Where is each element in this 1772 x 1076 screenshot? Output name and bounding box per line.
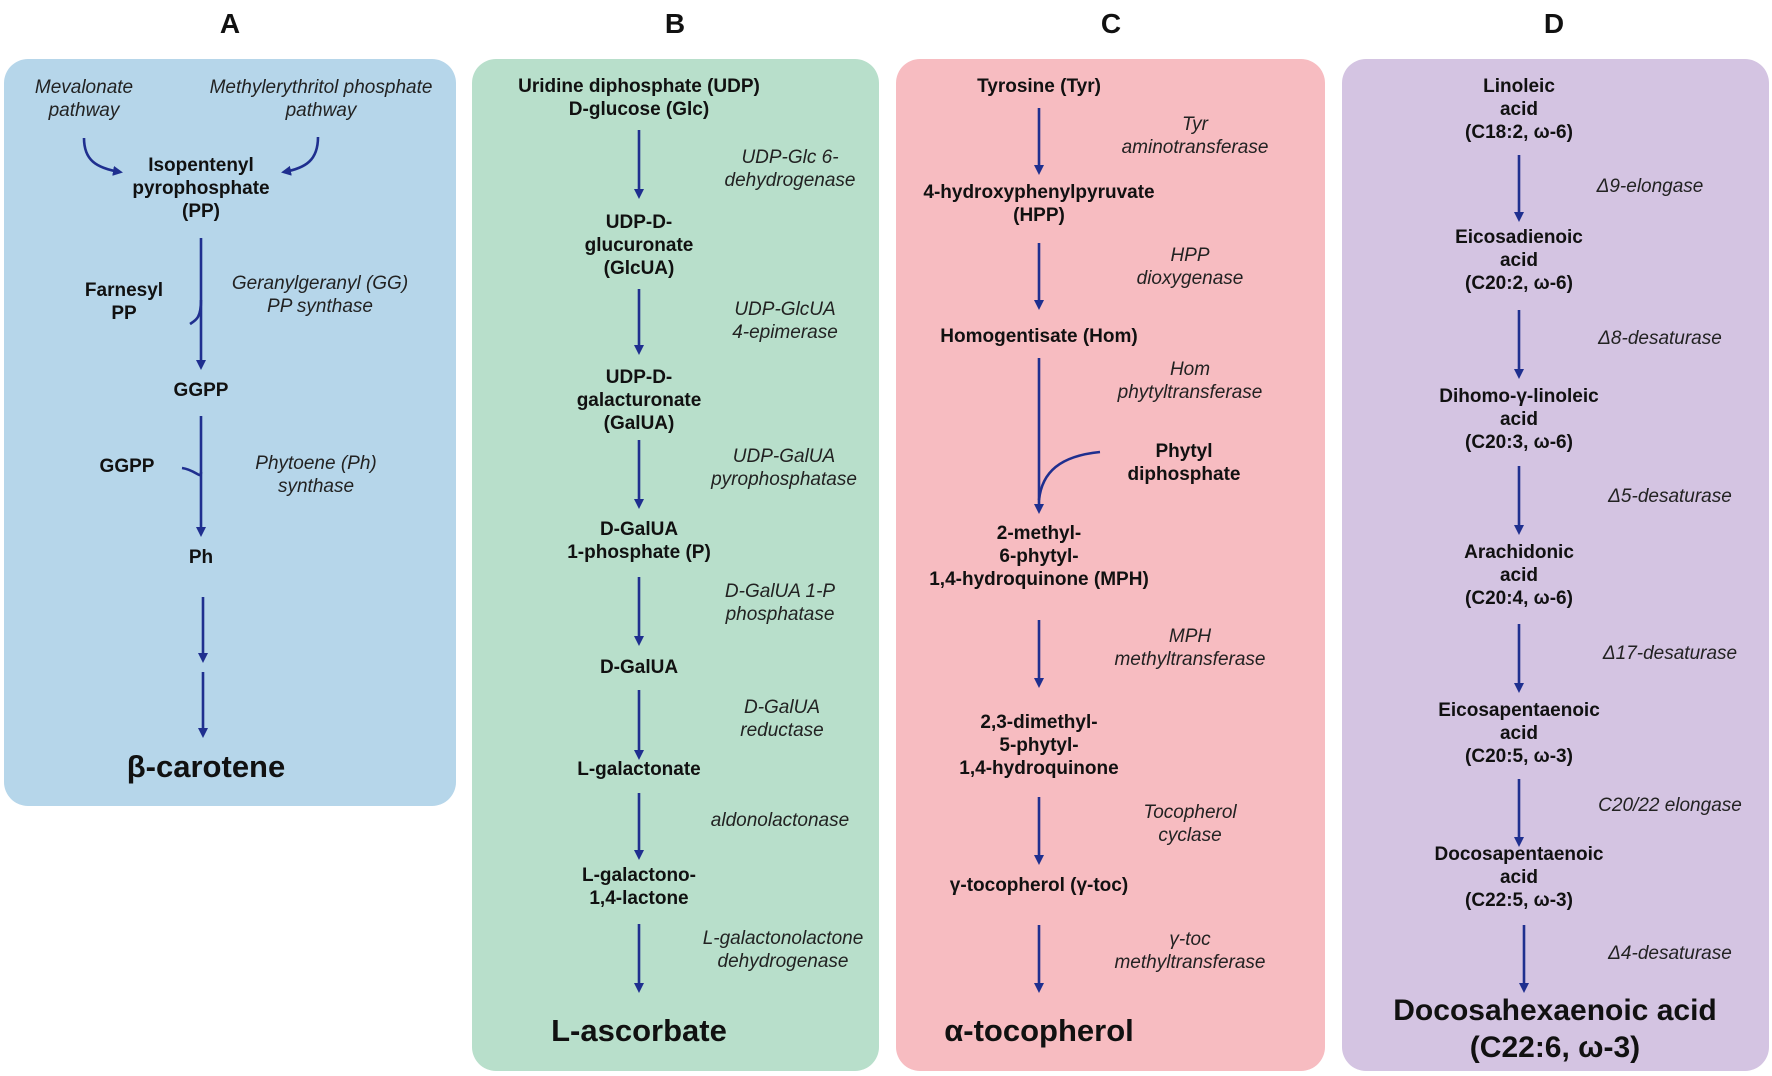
- enzyme-phytoene-synthase: Phytoene (Ph) synthase: [255, 453, 377, 497]
- panel-a-beta-carotene-pathway: [4, 59, 456, 806]
- product-docosahexaenoic-acid: Docosahexaenoic acid (C22:6, ω-3): [1393, 994, 1717, 1064]
- node-l-galactonate: L-galactonate: [577, 759, 701, 780]
- arrow-ggpp-join: [181, 466, 203, 477]
- arrow-c-phytyl-join: [1037, 450, 1101, 501]
- enzyme-galua-1p-phosphatase: D-GalUA 1-P phosphatase: [724, 581, 836, 625]
- enzyme-gamma-toc-methyltransferase: γ-toc methyltransferase: [1114, 929, 1266, 973]
- panel-c-tocopherol-pathway: [896, 59, 1325, 1071]
- node-ggpp: GGPP: [173, 380, 229, 401]
- side-input-phytyl-diphosphate: Phytyl diphosphate: [1127, 441, 1241, 485]
- product-l-ascorbate: L-ascorbate: [551, 1013, 727, 1048]
- enzyme-tyr-aminotransferase: Tyr aminotransferase: [1121, 114, 1269, 158]
- enzyme-delta5-desaturase: Δ5-desaturase: [1608, 486, 1732, 507]
- node-ph: Ph: [188, 547, 214, 568]
- enzyme-tocopherol-cyclase: Tocopherol cyclase: [1143, 802, 1237, 846]
- source-mevalonate-pathway: Mevalonate pathway: [34, 77, 134, 121]
- enzyme-udp-glcua-epimerase: UDP-GlcUA 4-epimerase: [732, 299, 838, 343]
- panel-letter-d: D: [1543, 8, 1565, 39]
- node-udp-galacturonate: UDP-D- galacturonate (GalUA): [576, 367, 702, 434]
- enzyme-delta4-desaturase: Δ4-desaturase: [1608, 943, 1732, 964]
- panel-d-dha-pathway: [1342, 59, 1769, 1071]
- enzyme-mph-methyltransferase: MPH methyltransferase: [1114, 626, 1266, 670]
- arrow-farnesyl-join: [189, 299, 203, 326]
- enzyme-delta17-desaturase: Δ17-desaturase: [1602, 643, 1738, 664]
- arrow-mep-to-ipp: [281, 136, 320, 176]
- enzyme-gg-pp-synthase: Geranylgeranyl (GG) PP synthase: [231, 273, 409, 317]
- panel-letter-c: C: [1100, 8, 1122, 39]
- node-l-galactono-lactone: L-galactono- 1,4-lactone: [582, 865, 696, 909]
- enzyme-hom-phytyltransferase: Hom phytyltransferase: [1117, 359, 1263, 403]
- node-gamma-tocopherol: γ-tocopherol (γ-toc): [949, 875, 1129, 896]
- node-udp-glucuronate: UDP-D- glucuronate (GlcUA): [584, 212, 694, 279]
- arrow-mevalonate-to-ipp: [82, 137, 123, 176]
- node-docosapentaenoic-acid: Docosapentaenoic acid (C22:5, ω-3): [1434, 844, 1604, 911]
- node-galua-1-phosphate: D-GalUA 1-phosphate (P): [567, 519, 711, 563]
- enzyme-hpp-dioxygenase: HPP dioxygenase: [1136, 245, 1244, 289]
- enzyme-udp-glc-dehydrogenase: UDP-Glc 6- dehydrogenase: [724, 147, 856, 191]
- node-eicosapentaenoic-acid: Eicosapentaenoic acid (C20:5, ω-3): [1438, 700, 1600, 767]
- product-alpha-tocopherol: α-tocopherol: [944, 1013, 1134, 1048]
- node-arachidonic-acid: Arachidonic acid (C20:4, ω-6): [1464, 542, 1574, 609]
- side-input-farnesyl-pp: Farnesyl PP: [84, 280, 164, 324]
- node-hpp: 4-hydroxyphenylpyruvate (HPP): [923, 182, 1155, 226]
- enzyme-delta9-elongase: Δ9-elongase: [1596, 176, 1704, 197]
- node-eicosadienoic-acid: Eicosadienoic acid (C20:2, ω-6): [1455, 227, 1583, 294]
- enzyme-galua-reductase: D-GalUA reductase: [740, 697, 824, 741]
- node-isopentenyl-pyrophosphate: Isopentenyl pyrophosphate (PP): [132, 155, 270, 222]
- side-input-ggpp: GGPP: [99, 456, 155, 477]
- panel-b-ascorbate-pathway: [472, 59, 879, 1071]
- enzyme-galactonolactone-dehydrogenase: L-galactonolactone dehydrogenase: [702, 928, 864, 972]
- enzyme-delta8-desaturase: Δ8-desaturase: [1598, 328, 1722, 349]
- product-beta-carotene: β-carotene: [126, 749, 286, 784]
- panel-letter-b: B: [664, 8, 686, 39]
- enzyme-aldonolactonase: aldonolactonase: [710, 810, 850, 831]
- enzyme-udp-galua-pyrophosphatase: UDP-GalUA pyrophosphatase: [711, 446, 857, 490]
- node-linoleic-acid: Linoleic acid (C18:2, ω-6): [1465, 76, 1573, 143]
- node-dihomo-gamma-linoleic-acid: Dihomo-γ-linoleic acid (C20:3, ω-6): [1439, 386, 1599, 453]
- enzyme-c20-22-elongase: C20/22 elongase: [1598, 795, 1742, 816]
- node-mph: 2-methyl- 6-phytyl- 1,4-hydroquinone (MP…: [929, 523, 1149, 590]
- node-galua: D-GalUA: [599, 657, 679, 678]
- node-homogentisate: Homogentisate (Hom): [940, 326, 1138, 347]
- node-udp-glucose: Uridine diphosphate (UDP) D-glucose (Glc…: [518, 76, 760, 120]
- node-dimethyl-phytyl-hydroquinone: 2,3-dimethyl- 5-phytyl- 1,4-hydroquinone: [959, 712, 1119, 779]
- panel-letter-a: A: [219, 8, 241, 39]
- node-tyrosine: Tyrosine (Tyr): [977, 76, 1101, 97]
- source-methylerythritol-pathway: Methylerythritol phosphate pathway: [209, 77, 433, 121]
